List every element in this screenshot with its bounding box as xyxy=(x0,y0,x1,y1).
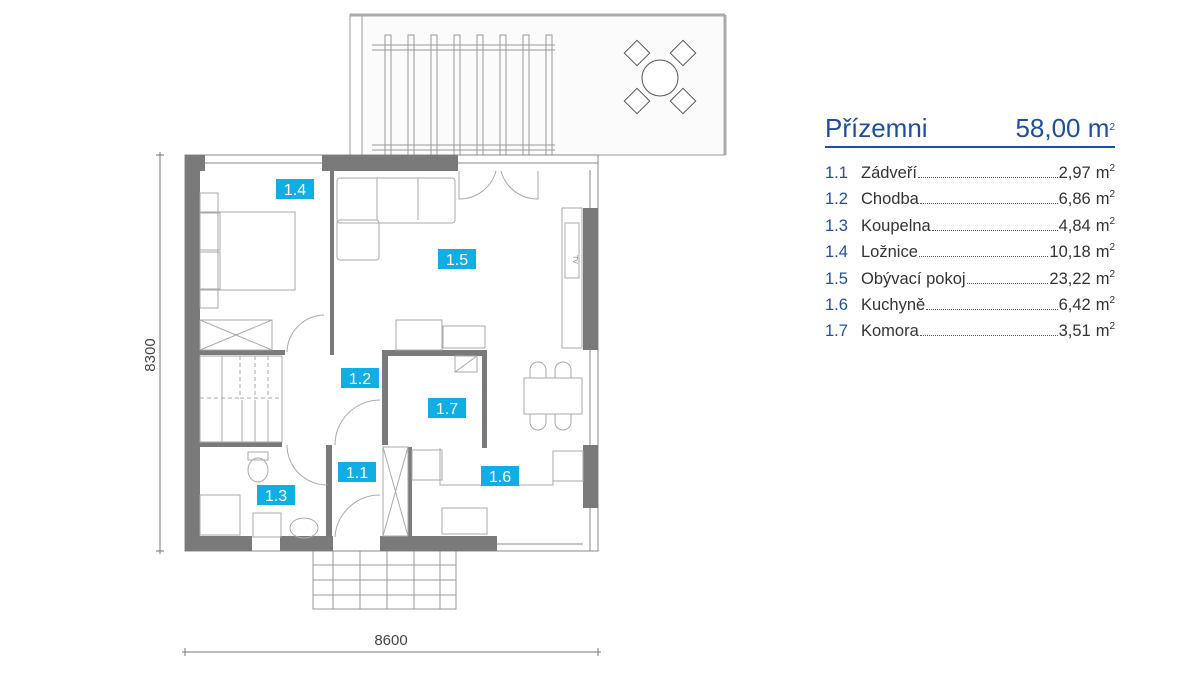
dot-leader xyxy=(966,282,1049,284)
room-number: 1.2 xyxy=(825,190,848,209)
room-label-1.2: 1.2 xyxy=(341,368,379,388)
dot-leader xyxy=(917,177,1058,178)
room-number: 1.1 xyxy=(346,465,368,482)
windows xyxy=(205,162,598,551)
room-number: 1.6 xyxy=(489,469,511,486)
unit-m: m xyxy=(1095,243,1110,262)
bathroom-icons xyxy=(199,451,319,539)
room-name: Zádveří xyxy=(861,164,917,182)
room-name: Ložnice xyxy=(861,243,918,262)
room-area: 10,18 xyxy=(1049,243,1091,262)
unit-exponent: 2 xyxy=(1109,268,1115,280)
unit-m: m xyxy=(1095,164,1110,182)
unit-m: m xyxy=(1095,269,1110,288)
room-number: 1.4 xyxy=(284,182,306,199)
room-label-1.6: 1.6 xyxy=(481,466,519,486)
unit-exponent: 2 xyxy=(1109,215,1115,227)
unit-exponent: 2 xyxy=(1109,163,1115,174)
dot-leader xyxy=(931,229,1058,231)
unit-m: m xyxy=(1095,190,1110,209)
room-number: 1.3 xyxy=(265,488,287,505)
room-name: Koupelna xyxy=(861,216,931,235)
room-label-1.5: 1.5 xyxy=(438,249,476,269)
unit: m xyxy=(1087,113,1110,143)
unit: m2 xyxy=(1096,237,1115,263)
unit: m2 xyxy=(1096,316,1115,342)
room-label-1.7: 1.7 xyxy=(428,398,466,418)
legend-header: Přízemni 58,00 m2 xyxy=(825,112,1115,148)
shoe-cabinet-icon xyxy=(382,446,409,537)
tv-label: TV xyxy=(571,255,578,264)
room-name: Komora xyxy=(861,322,919,341)
room-number: 1.6 xyxy=(825,296,848,315)
room-number: 1.7 xyxy=(436,401,458,418)
room-name: Obývací pokoj xyxy=(861,269,966,288)
room-number: 1.5 xyxy=(825,269,848,288)
unit: m2 xyxy=(1096,158,1115,184)
height-dimension: 8300 xyxy=(142,338,159,371)
wardrobe-icon xyxy=(199,319,273,351)
room-number: 1.4 xyxy=(825,243,848,262)
unit: m2 xyxy=(1096,290,1115,316)
total-area: 58,00 m2 xyxy=(1015,112,1115,144)
terrace xyxy=(349,13,727,156)
room-area: 6,42 xyxy=(1058,296,1091,315)
room-number: 1.3 xyxy=(825,216,848,235)
dot-leader xyxy=(918,256,1049,258)
room-number: 1.5 xyxy=(446,252,468,269)
room-area: 3,51 xyxy=(1058,322,1091,341)
room-label-1.4: 1.4 xyxy=(276,179,314,199)
room-area: 2,97 xyxy=(1058,164,1091,182)
unit: m2 xyxy=(1096,264,1115,290)
floor-title: Přízemni xyxy=(825,113,928,143)
unit-exponent: 2 xyxy=(1109,242,1115,254)
unit-exponent: 2 xyxy=(1109,321,1115,333)
walls xyxy=(185,155,598,551)
pergola xyxy=(372,34,555,156)
dimension-lines xyxy=(156,152,601,656)
room-label-1.3: 1.3 xyxy=(257,485,295,505)
room-area: 6,86 xyxy=(1058,190,1091,209)
total-area-value: 58,00 xyxy=(1015,113,1081,143)
dot-leader xyxy=(926,309,1058,311)
width-dimension: 8600 xyxy=(374,632,407,649)
room-name: Chodba xyxy=(861,190,919,209)
dot-leader xyxy=(919,203,1058,205)
unit-exponent: 2 xyxy=(1109,295,1115,307)
bed-icon xyxy=(199,192,296,309)
unit: m2 xyxy=(1096,211,1115,237)
unit-m: m xyxy=(1095,216,1110,235)
room-area: 4,84 xyxy=(1058,216,1091,235)
room-label-1.1: 1.1 xyxy=(338,462,376,482)
unit-exponent: 2 xyxy=(1109,122,1115,133)
unit-m: m xyxy=(1095,322,1110,341)
tv-unit-icon xyxy=(561,207,583,349)
room-number: 1.1 xyxy=(825,164,848,182)
dot-leader xyxy=(919,335,1058,337)
dining-table-icon xyxy=(523,361,583,431)
unit-exponent: 2 xyxy=(1109,189,1115,201)
unit: m2 xyxy=(1096,184,1115,210)
room-number: 1.2 xyxy=(349,371,371,388)
furniture: TV xyxy=(199,170,584,539)
room-name: Kuchyně xyxy=(861,296,926,315)
room-number: 1.7 xyxy=(825,322,848,341)
entrance-steps xyxy=(312,550,457,610)
stairs-icon xyxy=(199,355,283,443)
room-area: 23,22 xyxy=(1049,269,1091,288)
sofa-icon xyxy=(336,177,456,261)
patio-table-icon xyxy=(623,39,697,115)
unit-m: m xyxy=(1095,296,1110,315)
door-swing-icon xyxy=(286,170,539,538)
